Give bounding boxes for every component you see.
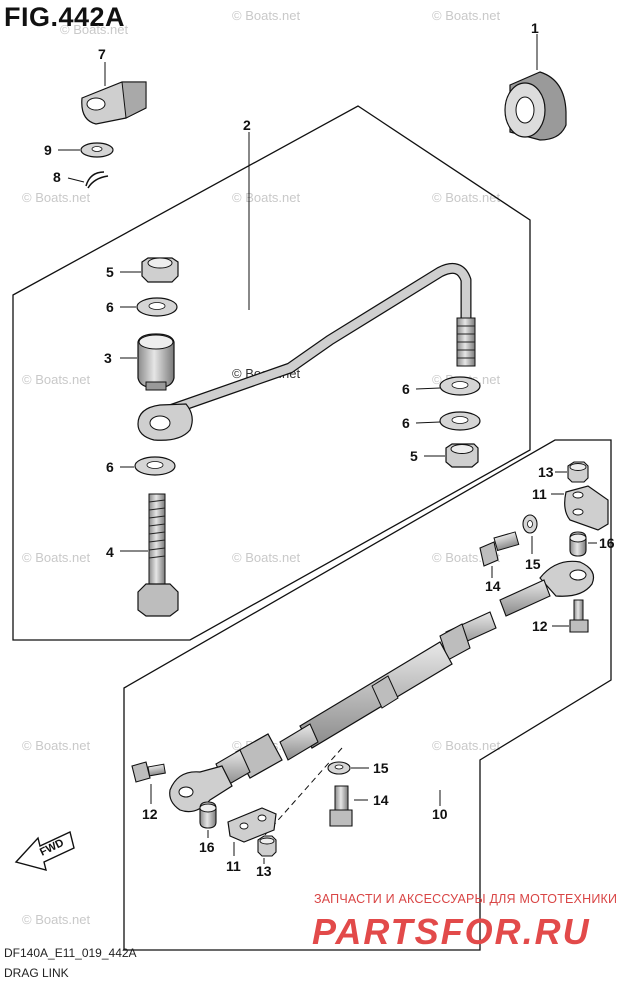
watermark: © Boats.net <box>432 8 501 23</box>
callout-number: 9 <box>44 142 52 158</box>
callout-number: 14 <box>373 792 389 808</box>
part-4-bolt <box>120 493 179 617</box>
watermark: © Boats.net <box>232 8 301 23</box>
callout-number: 5 <box>106 264 114 280</box>
group-outline-drag-link-assembly <box>123 439 612 951</box>
watermark: © Boats.net <box>60 22 129 37</box>
part-6-washer <box>120 297 178 317</box>
part-2-drag-rod <box>137 132 476 441</box>
part-6-washer <box>415 376 481 396</box>
callout-number: 11 <box>226 858 241 874</box>
callout-number: 8 <box>53 169 61 185</box>
callout-number: 11 <box>532 486 547 502</box>
watermark: © Boats.net <box>22 550 91 565</box>
callout-number: 5 <box>410 448 418 464</box>
part-15-washer <box>327 761 369 775</box>
part-14-bolt <box>479 531 520 578</box>
watermark: © Boats.net <box>22 372 91 387</box>
part-5-nut <box>120 257 179 283</box>
partsfor-logo: PARTSFOR.RU <box>312 911 591 952</box>
fwd-arrow-icon: FWD <box>14 831 75 871</box>
callout-number: 13 <box>256 863 272 879</box>
logo-text: PARTSFOR.RU <box>312 911 591 952</box>
part-6-washer <box>120 456 176 476</box>
promo-tagline: ЗАПЧАСТИ И АКСЕССУАРЫ ДЛЯ МОТОТЕХНИКИ <box>314 892 618 906</box>
part-13-nut <box>257 835 277 864</box>
watermark: © Boats.net <box>22 912 91 927</box>
part-16-collar <box>199 801 217 838</box>
callout-number: 12 <box>532 618 548 634</box>
callout-number: 4 <box>106 544 114 560</box>
callout-number: 16 <box>199 839 215 855</box>
part-12-bolt <box>552 599 589 633</box>
part-15-washer <box>522 514 538 554</box>
watermark: © Boats.net <box>432 738 501 753</box>
figure-code: DF140A_E11_019_442A <box>4 946 137 960</box>
callout-number: 6 <box>106 299 114 315</box>
callout-number: 7 <box>98 46 106 62</box>
watermark: © Boats.net <box>22 738 91 753</box>
part-3-collar <box>120 333 175 391</box>
part-5-nut <box>424 443 479 468</box>
callout-number: 14 <box>485 578 501 594</box>
callout-number: 3 <box>104 350 112 366</box>
callout-number: 2 <box>243 117 251 133</box>
watermark: © Boats.net <box>432 190 501 205</box>
callout-number: 1 <box>531 20 539 36</box>
callout-number: 6 <box>402 415 410 431</box>
part-6-washer <box>415 411 481 431</box>
watermark: © Boats.net <box>22 190 91 205</box>
part-7-clevis <box>81 62 147 125</box>
callout-number: 6 <box>106 459 114 475</box>
part-14-bolt <box>329 785 368 827</box>
watermark: © Boats.net <box>232 550 301 565</box>
part-8-cotter-pin <box>67 171 109 189</box>
part-12-bolt <box>131 761 166 804</box>
callout-number: 16 <box>599 535 615 551</box>
callout-number: 15 <box>525 556 541 572</box>
part-1-bushing <box>504 34 567 141</box>
group-outline-drag-rod <box>12 105 531 641</box>
callout-number: 12 <box>142 806 158 822</box>
part-13-nut <box>555 461 589 483</box>
part-11-bracket <box>551 485 609 531</box>
figure-caption: DRAG LINK <box>4 966 69 980</box>
part-10-drag-link <box>169 560 595 837</box>
callout-number: 6 <box>402 381 410 397</box>
callout-number: 15 <box>373 760 389 776</box>
part-16-collar <box>569 531 597 557</box>
callout-number: 13 <box>538 464 554 480</box>
figure-title: FIG.442A <box>4 2 126 32</box>
callout-number: 10 <box>432 806 448 822</box>
part-11-bracket <box>227 807 277 856</box>
part-9-washer <box>58 142 114 158</box>
